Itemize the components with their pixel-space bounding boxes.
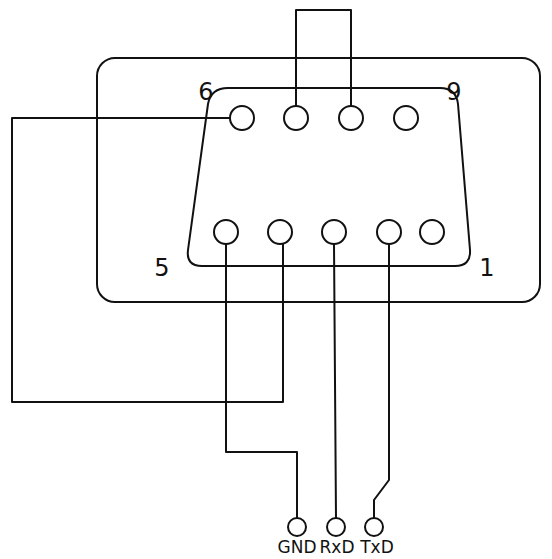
signal-name: GND <box>278 539 317 556</box>
signal-name: TxD <box>360 539 394 556</box>
signal-name: RxD <box>320 539 355 556</box>
terminals <box>288 518 383 536</box>
pin-number: 6 <box>198 80 213 104</box>
pin-number: 1 <box>479 256 494 280</box>
loopback-wire-6-4 <box>12 118 283 402</box>
loopback-wire-7-8 <box>296 10 351 106</box>
rxd-wire <box>334 244 336 518</box>
pin-number: 5 <box>154 256 169 280</box>
gnd-wire <box>226 244 297 518</box>
connector-flange <box>97 58 540 302</box>
d-shell <box>188 88 470 266</box>
txd-wire <box>374 244 389 518</box>
connector-pins <box>214 106 444 244</box>
pin-number: 9 <box>446 80 461 104</box>
